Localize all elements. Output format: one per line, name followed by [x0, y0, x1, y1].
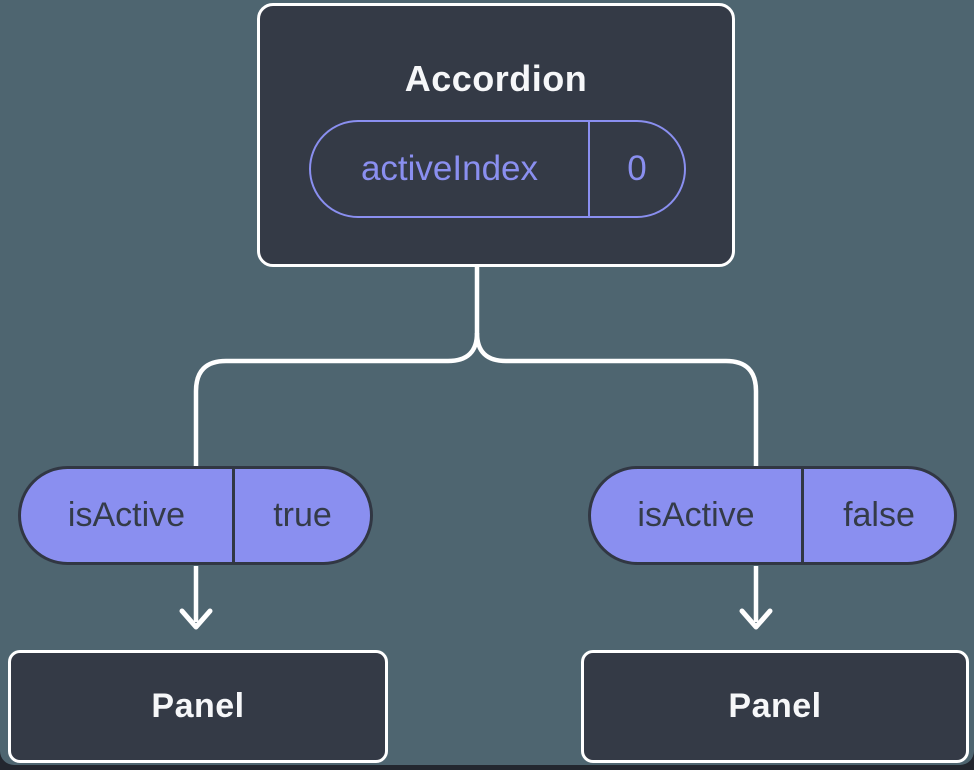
panel-node-left: Panel	[8, 650, 388, 763]
connector-branch-left	[193, 332, 480, 466]
prop-pill-value: false	[801, 469, 954, 562]
panel-node-title: Panel	[151, 687, 245, 725]
panel-node-title: Panel	[728, 687, 822, 725]
prop-pill-name: isActive	[637, 496, 755, 534]
panel-node-right: Panel	[581, 650, 969, 763]
prop-pill-is-active-true: isActive true	[18, 466, 373, 565]
state-pill-value: 0	[588, 122, 684, 216]
prop-pill-name: isActive	[67, 496, 186, 534]
accordion-node-title: Accordion	[404, 58, 588, 99]
arrow-down-icon	[739, 608, 773, 630]
arrow-down-icon	[179, 608, 213, 630]
state-pill-active-index: activeIndex 0	[309, 120, 686, 218]
prop-pill-value: true	[232, 469, 370, 562]
connector-branch-right	[474, 332, 759, 466]
accordion-node: Accordion activeIndex 0	[257, 3, 735, 267]
prop-pill-is-active-false: isActive false	[588, 466, 957, 565]
state-pill-name: activeIndex	[360, 149, 539, 188]
